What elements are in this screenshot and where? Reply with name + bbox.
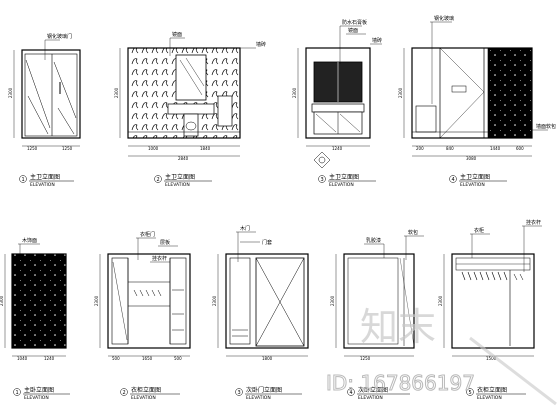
elevation-drawing: 衣柜门 层板 挂衣杆 2300 500 1650 500 2 衣柜立面图 ELE… <box>94 231 191 401</box>
height-dimension: 2300 <box>94 295 99 306</box>
drawing-number: 3 <box>321 177 324 183</box>
drawing-subtitle: ELEVATION <box>358 395 383 401</box>
annotation-label: 木饰面 <box>22 237 37 244</box>
drawing-title: 主卫立面图 <box>460 173 490 181</box>
drawing-number: 5 <box>469 390 472 396</box>
width-dimension: 840 <box>446 146 454 151</box>
drawing-subtitle: ELEVATION <box>329 182 354 188</box>
width-dimension: 600 <box>516 146 524 151</box>
width-dimension: 200 <box>416 146 424 151</box>
drawing-subtitle: ELEVATION <box>165 182 190 188</box>
annotation-label: 防水石膏板 <box>342 19 367 26</box>
drawing-number: 2 <box>157 177 160 183</box>
annotation-label: 衣柜 <box>474 227 484 234</box>
drawing-title: 主卧立面图 <box>24 386 54 394</box>
drawing-number: 4 <box>452 177 455 183</box>
total-dimension: 2840 <box>178 156 189 161</box>
height-dimension: 2300 <box>8 87 13 98</box>
width-dimension: 1250 <box>62 146 73 151</box>
total-dimension: 3080 <box>466 156 477 161</box>
drawing-subtitle: ELEVATION <box>30 182 55 188</box>
drawing-title: 次卧立面图 <box>358 386 388 394</box>
drawing-number: 2 <box>123 390 126 396</box>
annotation-label: 挂衣杆 <box>526 219 541 226</box>
drawing-subtitle: ELEVATION <box>131 395 156 401</box>
elevation-drawing: 木饰面 2300 1040 1240 1 主卧立面图 ELEVATION <box>0 237 70 401</box>
width-dimension: 1800 <box>262 356 273 361</box>
height-dimension: 2300 <box>438 295 443 306</box>
drawing-title: 衣柜立面图 <box>131 386 161 394</box>
elevation-drawing: 钢化玻璃 墙面软包 2300 200 840 1440 600 3080 4 主… <box>398 15 556 188</box>
annotation-label: 钢化玻璃门 <box>47 33 72 40</box>
width-dimension: 1650 <box>142 356 153 361</box>
height-dimension: 2300 <box>330 295 335 306</box>
width-dimension: 1840 <box>200 146 211 151</box>
elevation-drawing: 衣柜 挂衣杆 2300 1500 5 衣柜立面图 ELEVATION <box>438 219 542 401</box>
width-dimension: 1240 <box>332 146 343 151</box>
width-dimension: 1040 <box>17 356 28 361</box>
elevation-drawing: 乳胶漆 软包 2300 1250 4 次卧立面图 ELEVATION <box>330 229 424 401</box>
drawing-title: 主卫立面图 <box>30 173 60 181</box>
width-dimension: 1440 <box>490 146 501 151</box>
drawing-subtitle: ELEVATION <box>477 395 502 401</box>
drawing-number: 3 <box>238 390 241 396</box>
drawing-title: 主卫立面图 <box>329 173 359 181</box>
annotation-label: 木门 <box>240 225 250 232</box>
height-dimension: 2300 <box>114 87 119 98</box>
width-dimension: 500 <box>112 356 120 361</box>
height-dimension: 2300 <box>212 295 217 306</box>
drawing-number: 4 <box>350 390 353 396</box>
annotation-label: 乳胶漆 <box>366 237 381 244</box>
annotation-label: 衣柜门 <box>140 231 155 238</box>
drawing-number: 1 <box>16 390 19 396</box>
width-dimension: 1250 <box>360 356 371 361</box>
annotation-label: 软包 <box>408 229 418 236</box>
width-dimension: 1250 <box>27 146 38 151</box>
annotation-label: 层板 <box>160 239 170 246</box>
annotation-label: 墙砖 <box>372 37 382 44</box>
annotation-label: 挂衣杆 <box>152 255 167 262</box>
drawing-subtitle: ELEVATION <box>460 182 485 188</box>
annotation-label: 墙面软包 <box>536 123 556 130</box>
drawing-title: 主卫立面图 <box>165 173 195 181</box>
width-dimension: 500 <box>174 356 182 361</box>
height-dimension: 2300 <box>292 87 297 98</box>
drawing-subtitle: ELEVATION <box>246 395 271 401</box>
annotation-label: 镜面 <box>348 27 358 34</box>
width-dimension: 1240 <box>44 356 55 361</box>
elevation-drawing: 钢化玻璃门 2300 1250 1250 1 主卫立面图 ELEVATION <box>8 33 81 188</box>
drawing-title: 次卧门立面图 <box>246 386 282 394</box>
width-dimension: 1000 <box>148 146 159 151</box>
drawing-title: 衣柜立面图 <box>477 386 507 394</box>
drawing-subtitle: ELEVATION <box>24 395 49 401</box>
elevation-drawing: 镜面 墙砖 2300 1000 1840 2840 2 主卫立面图 ELEVAT… <box>114 31 266 188</box>
annotation-label: 钢化玻璃 <box>434 15 454 22</box>
height-dimension: 2300 <box>398 87 403 98</box>
drawing-number: 1 <box>22 177 25 183</box>
width-dimension: 1500 <box>486 356 497 361</box>
annotation-label: 门套 <box>262 239 272 246</box>
elevation-drawing: 防水石膏板 镜面 墙砖 2300 1240 3 主卫立面图 ELEVATION <box>292 19 382 188</box>
elevation-drawing: 木门 门套 2300 1800 3 次卧门立面图 ELEVATION <box>212 225 309 401</box>
height-dimension: 2300 <box>0 295 4 306</box>
annotation-label: 镜面 <box>172 31 182 38</box>
annotation-label: 墙砖 <box>256 41 266 48</box>
